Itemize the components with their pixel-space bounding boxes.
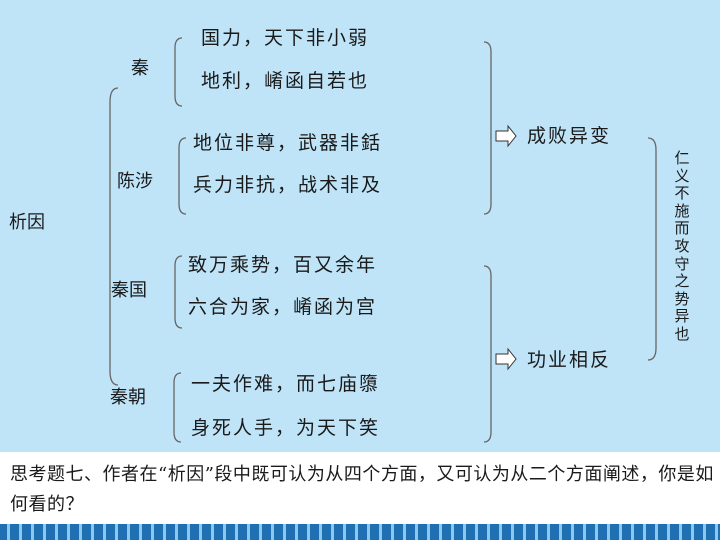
close-brace-bottom — [483, 265, 492, 443]
question-panel — [0, 452, 720, 528]
topic-chenshe: 陈涉 — [117, 171, 153, 192]
conclusion-vertical-text: 仁义不施而攻守之势异也 — [674, 149, 690, 343]
arrow-success-icon — [495, 124, 517, 148]
topic-qin: 秦 — [131, 58, 149, 79]
qin-line-2: 地利，崤函自若也 — [201, 70, 370, 92]
qinchao-line-1: 一夫作难，而七庙隳 — [191, 373, 381, 395]
topic-qinguo: 秦国 — [111, 280, 147, 301]
root-brace — [109, 87, 119, 386]
outcome-success-failure: 成败异变 — [527, 125, 612, 147]
root-label: 析因 — [9, 212, 45, 233]
qinguo-line-1: 致万乘势，百又余年 — [188, 254, 378, 276]
arrow-achievement-icon — [495, 347, 517, 371]
outcome-achievement: 功业相反 — [527, 349, 612, 371]
brace-qinchao — [173, 372, 182, 443]
chenshe-line-1: 地位非尊，武器非銛 — [193, 132, 383, 154]
brace-qin — [174, 37, 183, 107]
brace-qinguo — [174, 255, 183, 329]
decorative-bottom-strip — [0, 524, 720, 540]
qinguo-line-2: 六合为家，崤函为宫 — [188, 296, 378, 318]
topic-qinchao: 秦朝 — [110, 387, 146, 408]
chenshe-line-2: 兵力非抗，战术非及 — [193, 174, 383, 196]
qin-line-1: 国力，天下非小弱 — [201, 27, 370, 49]
brace-chenshe — [178, 137, 187, 215]
close-brace-top — [483, 41, 492, 215]
close-brace-conclusion — [647, 137, 657, 361]
question-text: 思考题七、作者在“析因”段中既可认为从四个方面，又可认为从二个方面阐述，你是如何… — [10, 464, 714, 515]
qinchao-line-2: 身死人手，为天下笑 — [191, 417, 381, 439]
